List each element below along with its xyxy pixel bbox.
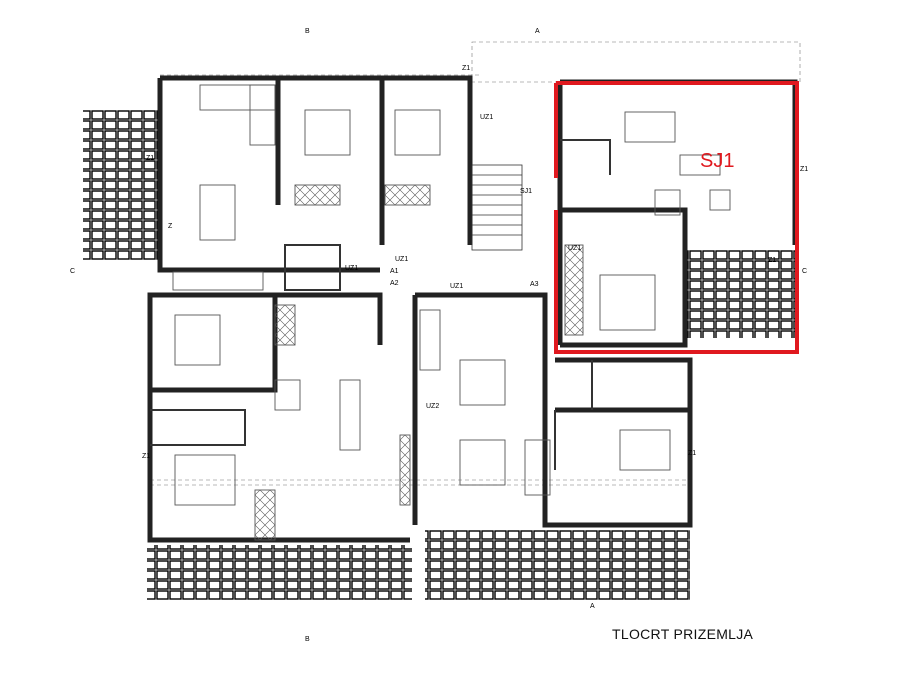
staircase: [471, 164, 523, 251]
label-uz1: UZ1: [568, 245, 581, 252]
label-z1: Z1: [146, 155, 154, 162]
section-marker-c: C: [70, 268, 75, 275]
section-marker-b: B: [305, 636, 310, 643]
label-uz1: UZ1: [345, 265, 358, 272]
section-marker-c: C: [802, 268, 807, 275]
label-a1: A1: [390, 268, 399, 275]
label-uz1: UZ1: [450, 283, 463, 290]
annotations: UZ1 UZ1 UZ1 UZ1 UZ1 UZ2 A1 A2 A3 SJ1 Z1 …: [70, 28, 808, 643]
inner-walls: [150, 139, 611, 470]
section-marker-a: A: [535, 28, 540, 35]
terrace-west: [83, 110, 158, 260]
label-z1: Z1: [688, 450, 696, 457]
label-z: Z: [168, 223, 173, 230]
drawing-title: TLOCRT PRIZEMLJA: [612, 626, 754, 642]
label-z1: Z1: [800, 166, 808, 173]
terrace-south-west: [147, 545, 412, 600]
label-a3: A3: [530, 281, 539, 288]
sj1-unit-label: SJ1: [700, 150, 734, 172]
sj1-highlight: [554, 81, 799, 354]
terrace-south-east: [425, 530, 690, 600]
section-marker-a: A: [590, 603, 595, 610]
label-uz2: UZ2: [426, 403, 439, 410]
label-z1: Z1: [768, 257, 776, 264]
label-z1: Z1: [142, 453, 150, 460]
furniture: [172, 84, 731, 541]
label-sj1-stair: SJ1: [520, 188, 532, 195]
section-marker-b: B: [305, 28, 310, 35]
label-uz1: UZ1: [480, 114, 493, 121]
label-a2: A2: [390, 280, 399, 287]
terrace-sj1: [685, 250, 797, 338]
label-uz1: UZ1: [395, 256, 408, 263]
label-z1: Z1: [462, 65, 470, 72]
